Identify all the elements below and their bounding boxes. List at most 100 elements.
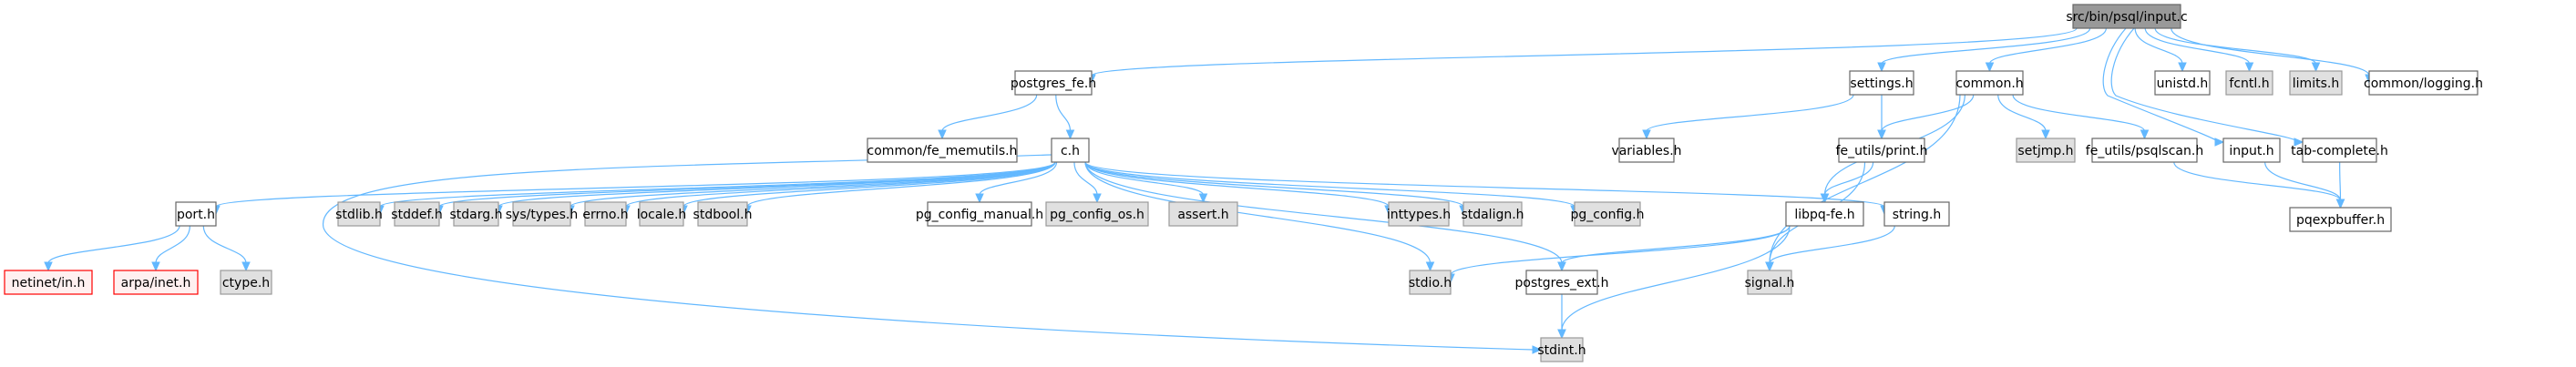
arrowhead-icon (1557, 261, 1566, 272)
node-fe-utils-print-h[interactable]: fe_utils/print.h (1836, 138, 1928, 163)
node-inttypes-h[interactable]: inttypes.h (1387, 201, 1451, 227)
node-box (1618, 138, 1675, 163)
node-box (175, 201, 217, 227)
edge-line (498, 161, 1056, 208)
node-label: postgres_fe.h (1011, 76, 1096, 91)
node-unistd-h[interactable]: unistd.h (2154, 70, 2211, 96)
node-label: pg_config_os.h (1050, 208, 1144, 222)
node-tab-complete-h[interactable]: tab-complete.h (2291, 138, 2388, 163)
edge-line (155, 225, 190, 264)
node-label: stddef.h (391, 208, 442, 222)
edge-string-h-to-signal-h (1765, 225, 1895, 272)
arrowhead-icon (938, 129, 947, 140)
edge-input-c-to-tab-complete-h (2110, 27, 2304, 147)
node-pqexpbuffer-h[interactable]: pqexpbuffer.h (2289, 207, 2392, 232)
node-c-h[interactable]: c.h (1051, 138, 1090, 163)
node-locale-h[interactable]: locale.h (637, 201, 687, 227)
node-stdbool-h[interactable]: stdbool.h (693, 201, 753, 227)
edge-line (1450, 225, 1791, 276)
edge-input-c-to-input-h (2102, 27, 2225, 147)
edge-line (1561, 225, 1791, 264)
node-label: stdbool.h (693, 208, 753, 222)
node-box (220, 270, 272, 295)
edge-line (1823, 161, 1874, 196)
edge-line (1084, 161, 1390, 208)
node-box (1838, 138, 1925, 163)
arrowhead-icon (2335, 199, 2345, 209)
node-label: stdalign.h (1461, 208, 1524, 222)
node-label: input.h (2229, 144, 2273, 158)
node-stdalign-h[interactable]: stdalign.h (1461, 201, 1524, 227)
arrowhead-icon (1985, 62, 1995, 73)
node-netinet-in-h[interactable]: netinet/in.h (4, 270, 93, 295)
edge-c-h-to-assert-h (1084, 161, 1208, 204)
node-box (394, 201, 440, 227)
node-pg-config-manual-h[interactable]: pg_config_manual.h (916, 201, 1043, 227)
node-stdint-h[interactable]: stdint.h (1537, 337, 1586, 362)
node-pg-config-h[interactable]: pg_config.h (1571, 201, 1645, 227)
arrowhead-icon (2140, 129, 2150, 140)
node-label: postgres_ext.h (1515, 276, 1609, 291)
node-box (2222, 138, 2281, 163)
node-fe-utils-psqlscan-h[interactable]: fe_utils/psqlscan.h (2086, 138, 2203, 163)
node-pg-config-os-h[interactable]: pg_config_os.h (1045, 201, 1149, 227)
edge-common-h-to-fe-utils-print-h (1877, 94, 1975, 140)
edge-line (2173, 161, 2342, 201)
node-stdio-h[interactable]: stdio.h (1409, 270, 1452, 295)
node-postgres-ext-h[interactable]: postgres_ext.h (1515, 270, 1609, 295)
node-arpa-inet-h[interactable]: arpa/inet.h (113, 270, 199, 295)
node-limits-h[interactable]: limits.h (2289, 70, 2343, 96)
node-box (2091, 138, 2198, 163)
edge-line (1997, 94, 2047, 132)
arrowhead-icon (1557, 329, 1566, 340)
edge-line (1073, 161, 1098, 196)
edge-input-c-to-postgres-fe-h (1087, 27, 2078, 85)
arrowhead-icon (2311, 62, 2321, 73)
node-stdarg-h[interactable]: stdarg.h (450, 201, 503, 227)
node-assert-h[interactable]: assert.h (1168, 201, 1238, 227)
node-label: src/bin/psql/input.c (2066, 10, 2187, 25)
node-signal-h[interactable]: signal.h (1745, 270, 1795, 295)
node-ctype-h[interactable]: ctype.h (220, 270, 272, 295)
edge-line (47, 225, 180, 264)
node-sys-types-h[interactable]: sys/types.h (506, 201, 578, 227)
node-box (1955, 70, 2024, 96)
node-postgres-fe-h[interactable]: postgres_fe.h (1011, 70, 1096, 96)
node-label: libpq-fe.h (1794, 208, 1854, 222)
edge-c-h-to-stdint-h (323, 154, 1543, 354)
node-box (1388, 201, 1450, 227)
node-fcntl-h[interactable]: fcntl.h (2225, 70, 2273, 96)
edge-input-h-to-pqexpbuffer-h (2264, 161, 2345, 209)
edge-port-h-to-netinet-in-h (44, 225, 180, 272)
node-input-h[interactable]: input.h (2222, 138, 2281, 163)
node-stddef-h[interactable]: stddef.h (391, 201, 443, 227)
node-settings-h[interactable]: settings.h (1849, 70, 1914, 96)
node-label: stdarg.h (450, 208, 503, 222)
node-port-h[interactable]: port.h (175, 201, 217, 227)
node-common-h[interactable]: common.h (1955, 70, 2024, 96)
node-label: stdint.h (1537, 343, 1586, 358)
edge-line (1084, 161, 1464, 208)
node-common-fe-memutils-h[interactable]: common/fe_memutils.h (867, 138, 1018, 163)
node-variables-h[interactable]: variables.h (1611, 138, 1682, 163)
node-box (1168, 201, 1238, 227)
node-box (1014, 70, 1093, 96)
edge-line (979, 161, 1058, 196)
node-box (2289, 70, 2343, 96)
node-setjmp-h[interactable]: setjmp.h (2016, 138, 2076, 163)
edge-input-c-to-unistd-h (2134, 27, 2187, 73)
node-stdlib-h[interactable]: stdlib.h (335, 201, 383, 227)
edge-postgres-ext-h-to-stdint-h (1557, 293, 1566, 340)
arrowhead-icon (1425, 261, 1435, 272)
node-label: tab-complete.h (2291, 144, 2388, 158)
node-box (1883, 201, 1950, 227)
arrowhead-icon (2244, 62, 2254, 73)
node-box (1409, 270, 1452, 295)
edge-common-h-to-signal-h (1765, 94, 1961, 272)
node-input-c[interactable]: src/bin/psql/input.c (2066, 4, 2188, 29)
edge-fe-utils-psqlscan-h-to-pqexpbuffer-h (2173, 161, 2345, 209)
node-errno-h[interactable]: errno.h (582, 201, 629, 227)
node-string-h[interactable]: string.h (1883, 201, 1950, 227)
node-libpq-fe-h[interactable]: libpq-fe.h (1785, 201, 1864, 227)
node-common-logging-h[interactable]: common/logging.h (2364, 70, 2483, 96)
